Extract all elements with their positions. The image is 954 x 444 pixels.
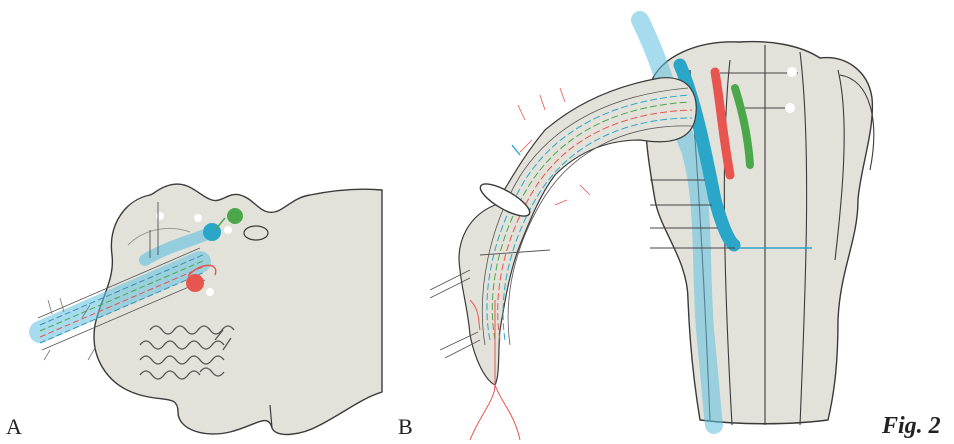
panel-a-marker — [156, 212, 164, 220]
panel-a-marker — [206, 288, 214, 296]
figure-caption-label: Fig. 2 — [882, 413, 941, 440]
panel-a-red-nucleus — [186, 274, 204, 292]
panel-b-marker — [787, 67, 797, 77]
panel-a-marker — [224, 226, 232, 234]
panel-b-marker — [785, 103, 795, 113]
panel-a-marker — [194, 214, 202, 222]
panel-a-label: A — [6, 414, 22, 440]
panel-a-green-nucleus — [227, 208, 243, 224]
panel-a-small-nucleus — [244, 226, 268, 240]
panel-b-nerve — [430, 78, 696, 440]
panel-b-label: B — [398, 414, 413, 440]
panel-a-section — [38, 184, 382, 434]
